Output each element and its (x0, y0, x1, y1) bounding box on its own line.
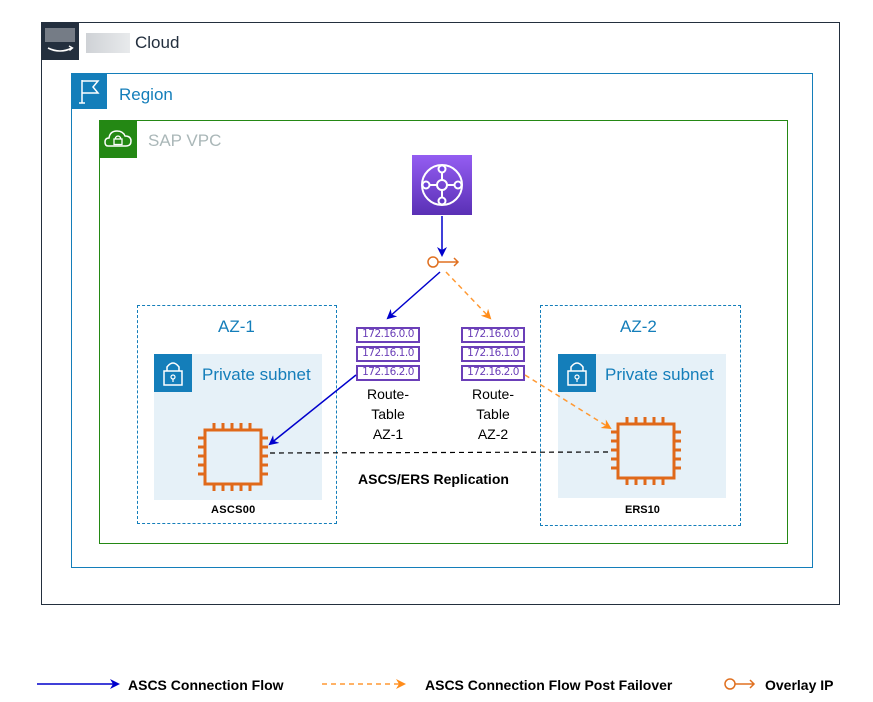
replication-label: ASCS/ERS Replication (358, 471, 509, 487)
route-table-az1: 172.16.0.0 172.16.1.0 172.16.2.0 Route- … (356, 327, 420, 444)
ec2-instance-icon (196, 422, 270, 492)
legend-label-post-failover: ASCS Connection Flow Post Failover (425, 677, 673, 693)
az-2-label: AZ-2 (620, 317, 657, 336)
legend-label-connection-flow: ASCS Connection Flow (128, 677, 284, 693)
vpc-label: SAP VPC (148, 131, 222, 150)
caption-line: Table (476, 406, 510, 422)
caption-line: Table (371, 406, 405, 422)
route-entry: 172.16.1.0 (356, 346, 420, 362)
lock-icon (154, 354, 192, 392)
ec2-instance-icon (609, 416, 683, 486)
route-entry: 172.16.2.0 (356, 365, 420, 381)
cloud-label: Cloud (135, 33, 180, 52)
route-entry: 172.16.2.0 (461, 365, 525, 381)
region-group (71, 73, 813, 568)
caption-line: Route- (366, 386, 410, 402)
route-entry: 172.16.0.0 (356, 327, 420, 343)
legend-overlay-ip-icon (724, 678, 756, 690)
region-flag-icon (71, 73, 107, 109)
caption-line: AZ-2 (477, 426, 509, 442)
route-entry: 172.16.0.0 (461, 327, 525, 343)
legend-label-overlay-ip: Overlay IP (765, 677, 834, 693)
aws-cloud-group (41, 22, 840, 605)
redacted-provider-name (86, 33, 130, 53)
ascs-instance-label: ASCS00 (211, 504, 256, 516)
az-1-label: AZ-1 (218, 317, 255, 336)
transit-gateway-icon (412, 155, 472, 215)
route-table-az2: 172.16.0.0 172.16.1.0 172.16.2.0 Route- … (461, 327, 525, 444)
vpc-group (99, 120, 788, 544)
aws-cloud-icon (41, 22, 79, 60)
vpc-cloud-lock-icon (99, 120, 137, 158)
region-label: Region (119, 85, 173, 104)
route-entry: 172.16.1.0 (461, 346, 525, 362)
route-table-caption: Route- Table AZ-2 (461, 384, 525, 444)
private-subnet-label: Private subnet (605, 365, 714, 384)
lock-icon (558, 354, 596, 392)
private-subnet-label: Private subnet (202, 365, 311, 384)
caption-line: Route- (471, 386, 515, 402)
caption-line: AZ-1 (372, 426, 404, 442)
ers-instance-label: ERS10 (625, 504, 660, 516)
route-table-caption: Route- Table AZ-1 (356, 384, 420, 444)
